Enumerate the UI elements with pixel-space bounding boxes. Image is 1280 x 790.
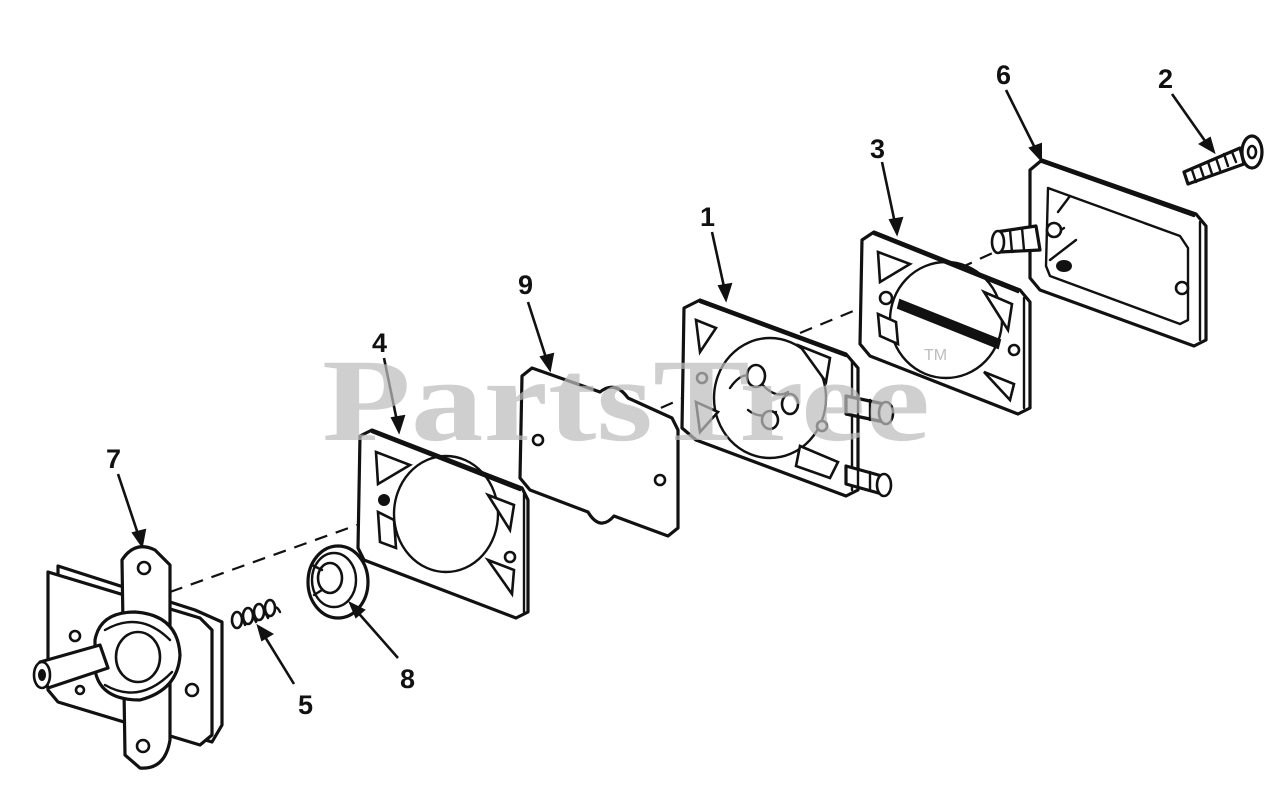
watermark-tm: TM — [924, 347, 947, 364]
part-8-cup-seal — [306, 544, 370, 620]
part-3-gasket-plate — [858, 230, 1032, 416]
part-6-cover-plate — [990, 158, 1208, 348]
part-2-screw — [1182, 134, 1264, 186]
callout-5: 5 — [298, 690, 313, 720]
leader-arrows — [116, 89, 1216, 685]
part-4-gasket-plate — [356, 428, 530, 620]
callout-9: 9 — [518, 270, 533, 300]
callout-1: 1 — [700, 202, 715, 232]
partstree-watermark: PartsTree TM — [322, 335, 947, 466]
part-5-spring — [230, 598, 282, 630]
callout-8: 8 — [400, 664, 415, 694]
callout-6: 6 — [996, 60, 1011, 90]
callout-4: 4 — [372, 328, 387, 358]
part-9-diaphragm — [518, 366, 680, 538]
callout-2: 2 — [1158, 64, 1173, 94]
callout-numbers: 1 2 3 4 5 6 7 8 9 — [106, 60, 1173, 720]
callout-7: 7 — [106, 444, 121, 474]
part-7-pump-cover — [32, 545, 224, 770]
part-1-pump-body — [680, 298, 895, 498]
watermark-text: PartsTree — [322, 335, 930, 466]
callout-3: 3 — [870, 134, 885, 164]
